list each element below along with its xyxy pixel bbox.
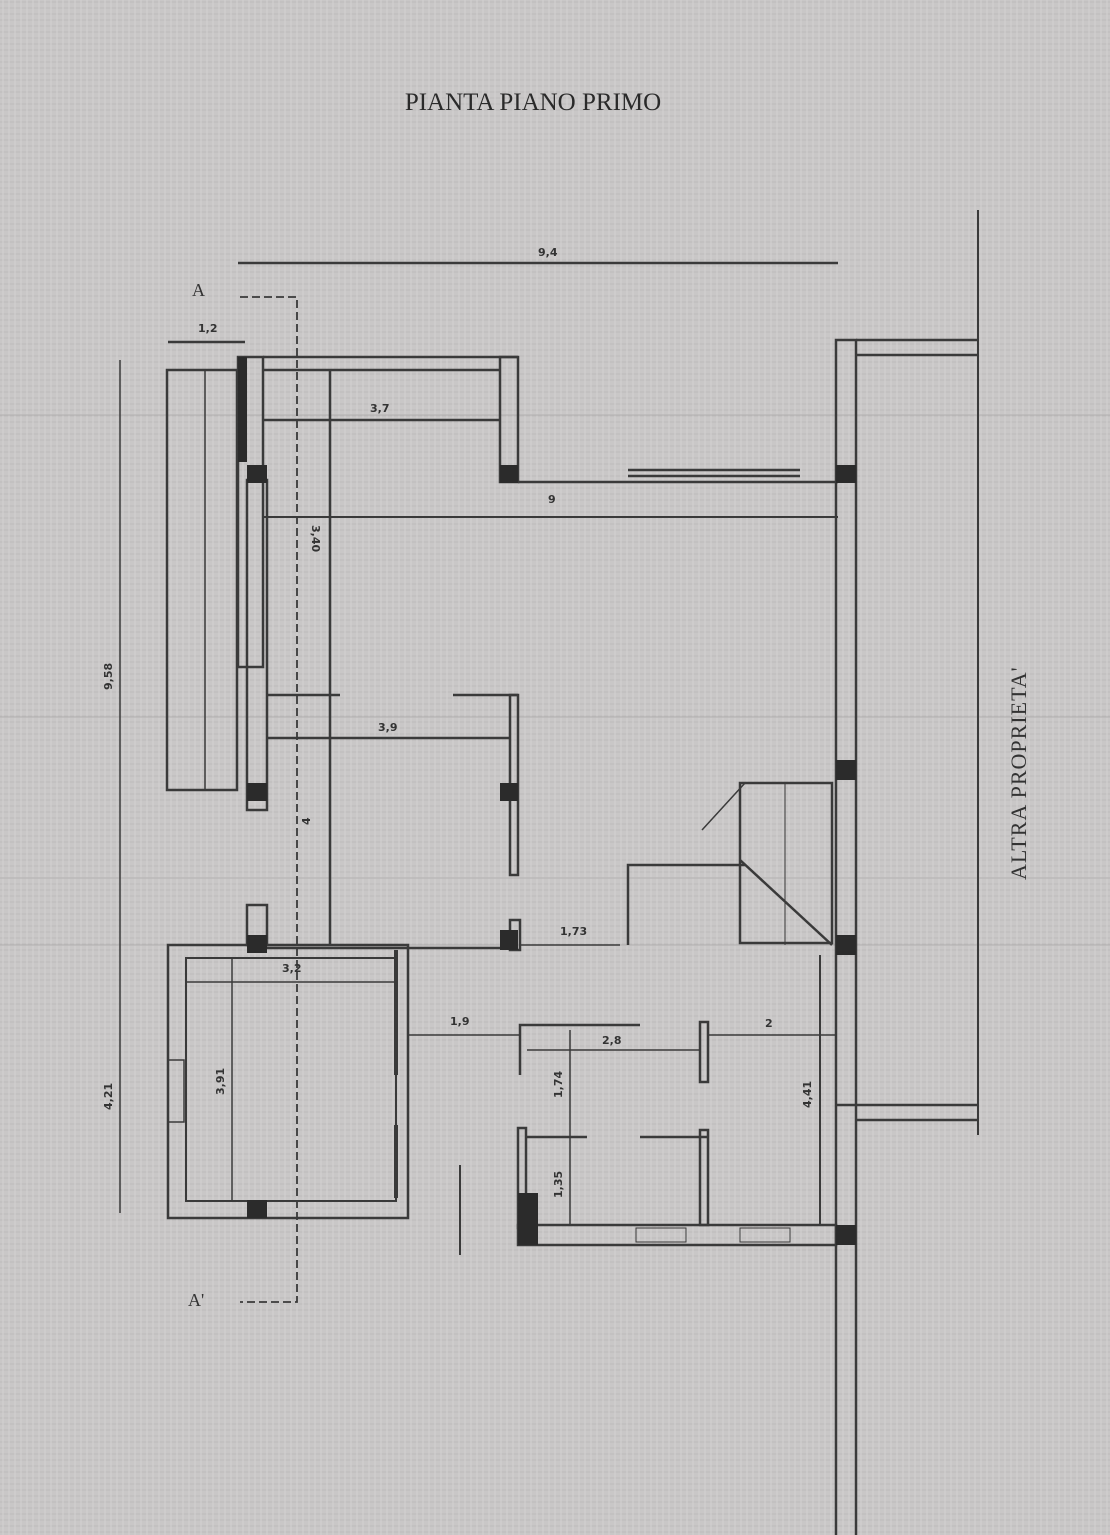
dim-room-width: 3,2 bbox=[282, 962, 302, 975]
section-mark-a-prime: A' bbox=[188, 1290, 204, 1310]
dim-closet-depth: 1,35 bbox=[552, 1171, 565, 1198]
dim-landing-width: 1,73 bbox=[560, 925, 587, 938]
dim-right-room-depth: 4,41 bbox=[801, 1081, 814, 1108]
dim-overall-depth-upper: 9,58 bbox=[102, 663, 115, 690]
dim-hall-width: 1,9 bbox=[450, 1015, 470, 1028]
dim-room-depth: 3,91 bbox=[214, 1068, 227, 1095]
dim-upper-depth: 3,40 bbox=[309, 525, 322, 552]
dim-bath-width: 2,8 bbox=[602, 1034, 622, 1047]
dim-right-room-width: 2 bbox=[765, 1017, 773, 1030]
dim-overall-depth-lower: 4,21 bbox=[102, 1083, 115, 1110]
section-mark-a: A bbox=[192, 280, 205, 300]
walls bbox=[119, 210, 979, 1535]
columns bbox=[238, 357, 856, 1245]
dim-bath-depth: 1,74 bbox=[552, 1071, 565, 1098]
dim-stair-width: 1,2 bbox=[198, 322, 218, 335]
plan-title: PIANTA PIANO PRIMO bbox=[405, 89, 661, 116]
dim-overall-width: 9,4 bbox=[538, 246, 558, 259]
dim-middle-depth: 4 bbox=[300, 817, 313, 825]
dim-terrace-width: 3,7 bbox=[370, 402, 390, 415]
neighbor-property-label: ALTRA PROPRIETA' bbox=[1006, 666, 1031, 880]
dim-upper-width: 9 bbox=[548, 493, 556, 506]
dim-middle-width: 3,9 bbox=[378, 721, 398, 734]
